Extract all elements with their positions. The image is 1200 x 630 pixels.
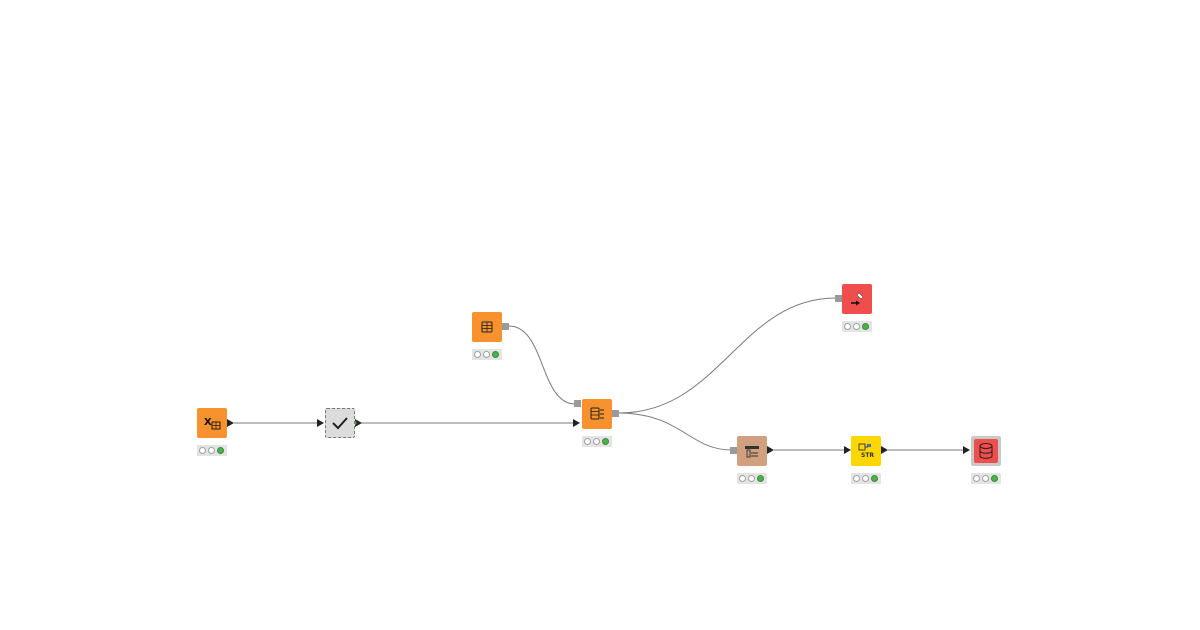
status-light-yellow (208, 447, 215, 454)
status-light-green (757, 475, 764, 482)
port-loader-in[interactable] (963, 446, 970, 454)
status-light-yellow (862, 475, 869, 482)
port-connector-db-out[interactable] (612, 410, 619, 417)
connection-connector-to-reader[interactable] (618, 412, 732, 451)
status-light-green (991, 475, 998, 482)
status-db-writer (842, 321, 872, 332)
db-connector-icon (590, 407, 604, 420)
status-db-reader (737, 473, 767, 484)
node-db-loader[interactable] (971, 436, 1001, 466)
status-string-manipulation (851, 473, 881, 484)
port-connector-in[interactable] (573, 419, 580, 427)
node-excel-reader[interactable]: X (197, 408, 227, 438)
port-string-in[interactable] (844, 446, 851, 454)
svg-text:X: X (204, 417, 212, 428)
status-light-red (584, 438, 591, 445)
status-light-red (474, 351, 481, 358)
node-db-writer[interactable] (842, 284, 872, 314)
status-light-yellow (748, 475, 755, 482)
port-excel-out[interactable] (227, 419, 234, 427)
node-db-reader[interactable] (737, 436, 767, 466)
status-light-red (844, 323, 851, 330)
status-db-connector (582, 436, 612, 447)
status-light-green (602, 438, 609, 445)
svg-text:STR: STR (861, 452, 874, 459)
connection-table-selector-to-connector[interactable] (508, 325, 576, 405)
status-light-red (973, 475, 980, 482)
db-table-icon (481, 321, 493, 333)
checkmark-icon (332, 417, 348, 430)
port-connector-db-in[interactable] (574, 400, 581, 407)
status-light-green (217, 447, 224, 454)
port-check-in[interactable] (317, 419, 324, 427)
status-light-red (199, 447, 206, 454)
node-db-table-selector[interactable] (472, 312, 502, 342)
status-light-red (739, 475, 746, 482)
status-light-green (862, 323, 869, 330)
status-light-yellow (593, 438, 600, 445)
node-db-connector[interactable] (582, 399, 612, 429)
port-string-out[interactable] (881, 446, 888, 454)
port-reader-db-in[interactable] (730, 447, 737, 454)
status-db-loader (971, 473, 1001, 484)
excel-reader-icon: X (204, 417, 221, 430)
db-writer-icon (851, 292, 864, 306)
string-icon: STR (858, 443, 874, 459)
status-light-yellow (483, 351, 490, 358)
status-excel-reader (197, 445, 227, 456)
port-reader-out[interactable] (767, 446, 774, 454)
db-reader-icon (745, 446, 759, 458)
port-check-out[interactable] (355, 419, 362, 427)
status-light-green (492, 351, 499, 358)
database-icon (974, 439, 998, 463)
port-writer-db-in[interactable] (835, 295, 842, 302)
status-light-yellow (982, 475, 989, 482)
node-string-manipulation[interactable]: STR (851, 436, 881, 466)
status-light-red (853, 475, 860, 482)
node-component-check[interactable] (325, 408, 355, 438)
status-light-yellow (853, 323, 860, 330)
status-db-table-selector (472, 349, 502, 360)
port-table-selector-out[interactable] (502, 323, 509, 330)
connection-connector-to-writer[interactable] (618, 297, 837, 414)
status-light-green (871, 475, 878, 482)
